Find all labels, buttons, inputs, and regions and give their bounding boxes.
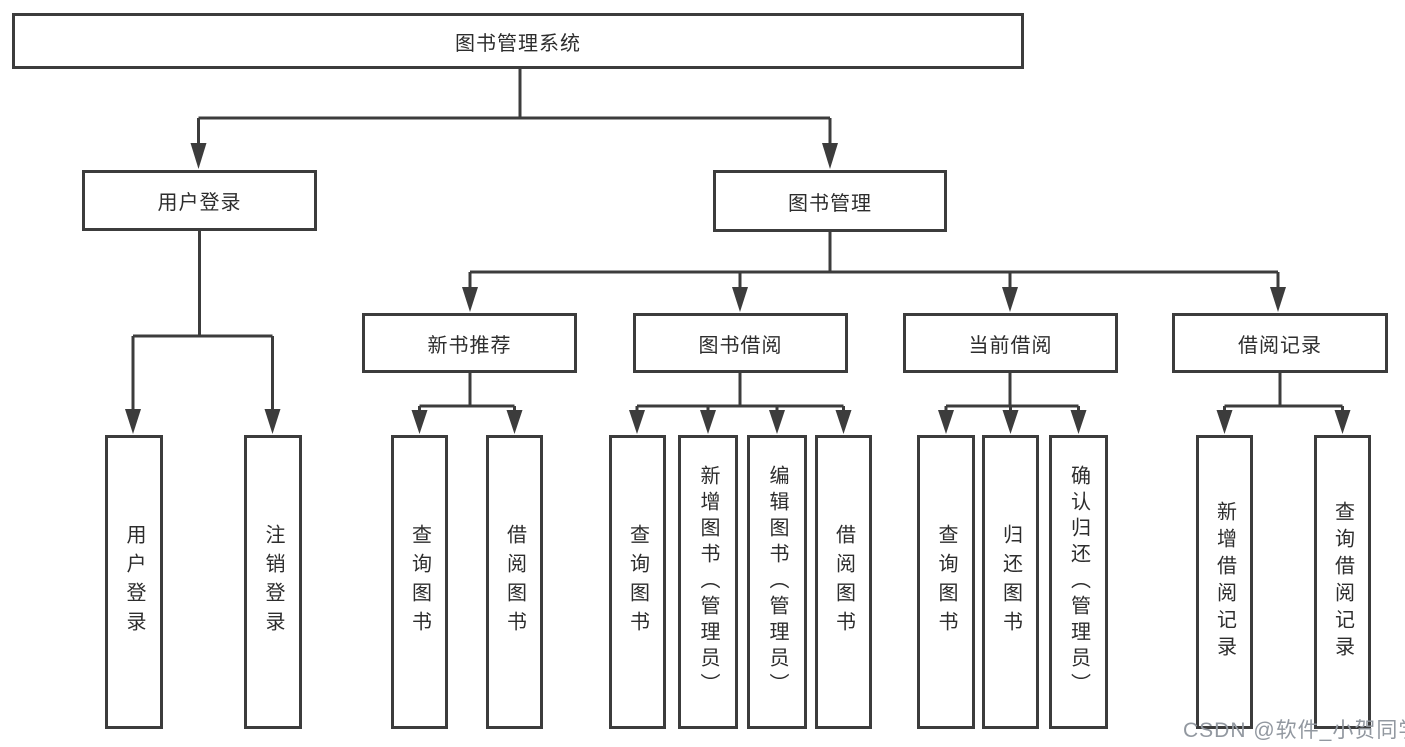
arrowhead xyxy=(769,410,785,434)
csdn-watermark: CSDN @软件_小贺同学 xyxy=(1183,719,1405,742)
edge-current-to-leaves xyxy=(944,373,1080,412)
leaf-query-book-current: 查询图书 xyxy=(917,435,975,729)
leaf-edit-book-admin: 编辑图书（管理员） xyxy=(747,435,807,729)
arrowhead xyxy=(1270,287,1286,312)
arrowhead xyxy=(1002,287,1018,312)
arrowhead xyxy=(629,410,645,434)
leaf-confirm-return-admin: 确认归还（管理员） xyxy=(1049,435,1108,729)
edge-borrowing-to-leaves xyxy=(635,373,845,412)
arrowhead xyxy=(190,143,207,169)
edge-userlogin-to-leaves xyxy=(131,231,274,411)
leaf-user-login: 用户登录 xyxy=(105,435,163,729)
arrowhead xyxy=(411,410,428,434)
node-book-management: 图书管理 xyxy=(713,170,947,232)
arrowhead xyxy=(1334,410,1351,434)
leaf-query-book-borrowing: 查询图书 xyxy=(609,435,666,729)
node-borrowing-records: 借阅记录 xyxy=(1172,313,1388,373)
arrowhead xyxy=(462,287,478,312)
arrowhead xyxy=(732,287,748,312)
node-new-book-recommendation: 新书推荐 xyxy=(362,313,577,373)
edge-newrec-to-leaves xyxy=(418,373,516,412)
arrowhead xyxy=(1070,410,1087,434)
leaf-borrow-book: 借阅图书 xyxy=(815,435,872,729)
edge-root-to-level2 xyxy=(197,69,832,145)
leaf-logout: 注销登录 xyxy=(244,435,302,729)
edge-bookmgmt-to-level3 xyxy=(468,232,1280,289)
node-user-login: 用户登录 xyxy=(82,170,317,231)
arrowhead xyxy=(264,409,281,434)
leaf-add-borrow-record: 新增借阅记录 xyxy=(1196,435,1253,729)
arrowhead xyxy=(822,143,838,169)
arrowhead xyxy=(1216,410,1233,434)
node-current-borrowing: 当前借阅 xyxy=(903,313,1118,373)
leaf-borrow-book-rec: 借阅图书 xyxy=(486,435,543,729)
leaf-query-borrow-record: 查询借阅记录 xyxy=(1314,435,1371,729)
arrowhead xyxy=(1002,410,1019,434)
arrowhead xyxy=(506,410,523,434)
node-book-borrowing: 图书借阅 xyxy=(633,313,848,373)
arrowhead xyxy=(125,409,141,434)
arrowhead xyxy=(700,410,716,434)
leaf-add-book-admin: 新增图书（管理员） xyxy=(678,435,738,729)
node-library-management-system: 图书管理系统 xyxy=(12,13,1024,69)
edge-records-to-leaves xyxy=(1223,373,1344,412)
leaf-return-book: 归还图书 xyxy=(982,435,1039,729)
arrowhead xyxy=(835,410,852,434)
arrowhead xyxy=(938,410,954,434)
leaf-query-book-rec: 查询图书 xyxy=(391,435,448,729)
